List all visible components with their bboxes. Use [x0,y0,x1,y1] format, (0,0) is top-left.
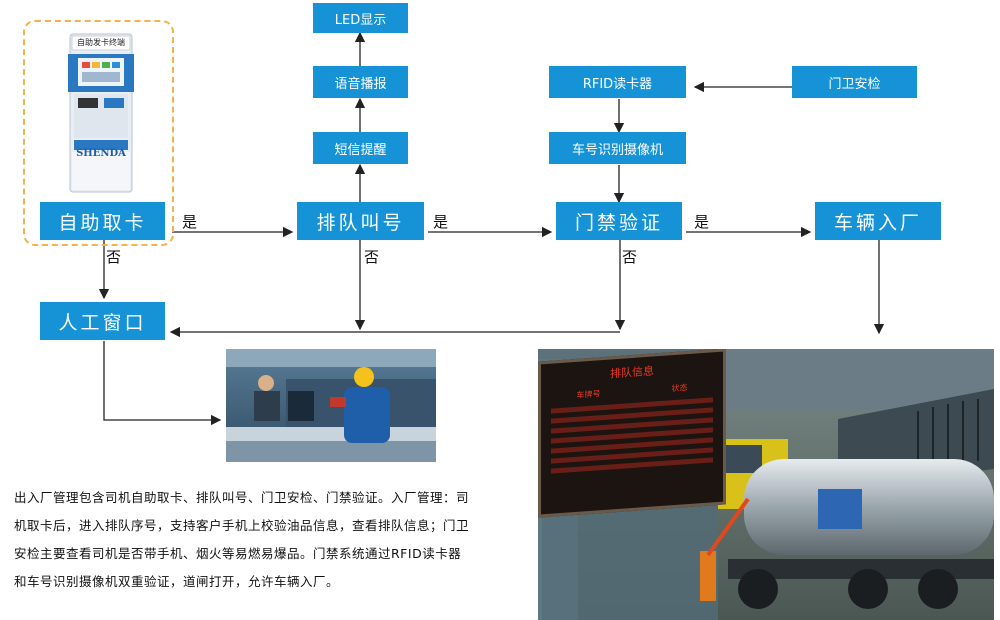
edge-label-no: 否 [364,248,380,266]
sms-reminder-box: 短信提醒 [313,132,408,164]
manual-window-box: 人工窗口 [40,302,165,340]
vehicle-entry-photo: 排队信息 车牌号 状态 [538,349,994,620]
queue-info-board: 排队信息 车牌号 状态 [538,349,726,518]
edge-label-yes: 是 [694,213,710,231]
board-col-plate: 车牌号 [576,389,601,400]
arrow-window-to-office [103,341,222,426]
queue-call-box: 排队叫号 [297,202,424,240]
manual-window-photo [226,349,436,462]
kiosk-image-frame [23,20,174,246]
edge-label-no: 否 [622,248,638,266]
kiosk-brand-label: SHENDA [76,148,126,159]
board-col-status: 状态 [671,383,688,394]
gate-verify-box: 门禁验证 [556,202,682,240]
kiosk-header-label: 自助发卡终端 [77,38,125,47]
kiosk-illustration [68,33,134,193]
led-display-box: LED显示 [313,3,408,33]
guard-check-box: 门卫安检 [792,66,917,98]
process-description: 出入厂管理包含司机自助取卡、排队叫号、门卫安检、门禁验证。入厂管理：司机取卡后，… [14,490,470,589]
vehicle-enter-box: 车辆入厂 [815,202,941,240]
rfid-reader-box: RFID读卡器 [549,66,686,98]
edge-label-yes: 是 [182,213,198,231]
plate-camera-box: 车号识别摄像机 [549,132,686,164]
self-card-box: 自助取卡 [40,202,165,240]
edge-label-yes: 是 [433,213,449,231]
edge-label-no: 否 [106,248,122,266]
voice-broadcast-box: 语音播报 [313,66,408,98]
